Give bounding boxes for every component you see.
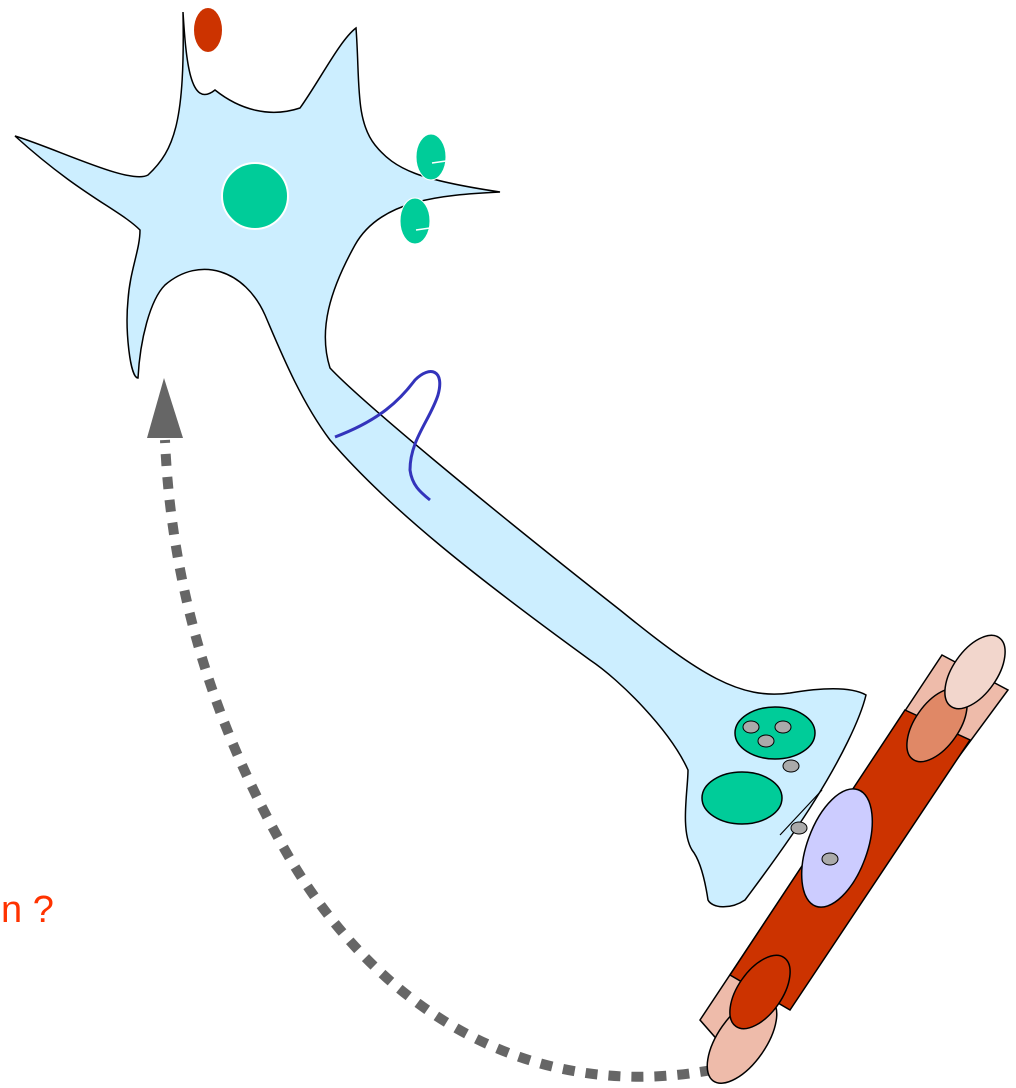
small-vesicle (822, 853, 838, 865)
terminal-vesicle-lower (702, 772, 782, 824)
small-vesicle (791, 822, 807, 834)
bouton-upper (416, 134, 446, 180)
retrograde-arrowhead (147, 378, 183, 438)
small-vesicle (775, 721, 791, 733)
small-vesicle (758, 735, 774, 747)
small-vesicle (783, 760, 799, 772)
terminal-vesicle-large (735, 707, 815, 759)
bouton-lower (400, 198, 430, 244)
caption-text: n ? (1, 889, 54, 931)
nucleus (222, 163, 288, 229)
small-vesicle (743, 721, 759, 733)
red-marker (194, 8, 222, 52)
